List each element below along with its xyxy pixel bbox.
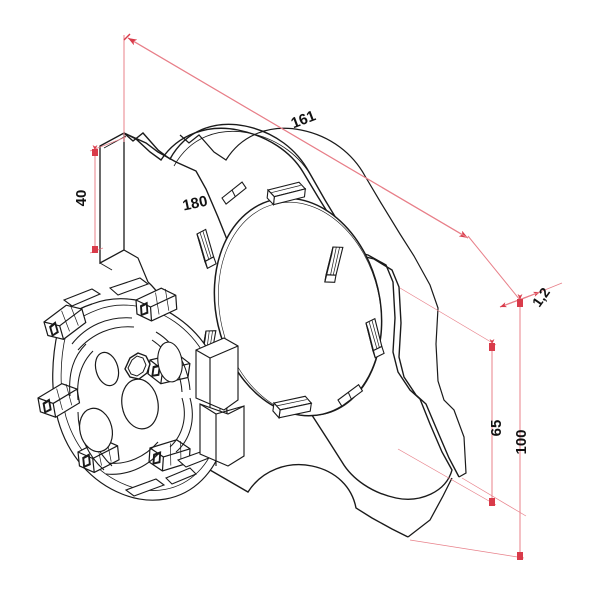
dim-overall-height: [409, 294, 527, 560]
dimension-annotations: [89, 33, 563, 560]
dim-label-180: 180: [181, 193, 209, 215]
rotor-hub-assembly: [35, 277, 245, 501]
dim-label-161: 161: [289, 107, 318, 132]
hub-spokes: [69, 317, 193, 475]
lightening-hole-4: [157, 341, 183, 383]
dim-overall-length: [123, 33, 521, 301]
lightening-hole-3: [78, 407, 114, 453]
main-plate: [99, 123, 467, 538]
dim-label-65: 65: [488, 420, 505, 437]
torx-center-hole-inner: [127, 355, 147, 377]
plate-bottom-edge: [129, 423, 409, 538]
lightening-hole-2: [121, 378, 159, 430]
left-flange: [99, 131, 149, 283]
dim-flange-height: [89, 136, 127, 254]
dim-label-100: 100: [513, 429, 530, 454]
plate-bottom-right-edge: [407, 477, 453, 538]
rib-6: [196, 228, 217, 270]
plate-back-edge: [179, 127, 467, 478]
plate-top-edge: [123, 123, 460, 478]
hub-side-block: [195, 337, 245, 467]
lightening-hole-1: [94, 351, 120, 387]
dim-inner-height: [397, 287, 497, 506]
dim-label-40: 40: [73, 190, 90, 207]
plate-thickness-line-top: [173, 130, 314, 180]
